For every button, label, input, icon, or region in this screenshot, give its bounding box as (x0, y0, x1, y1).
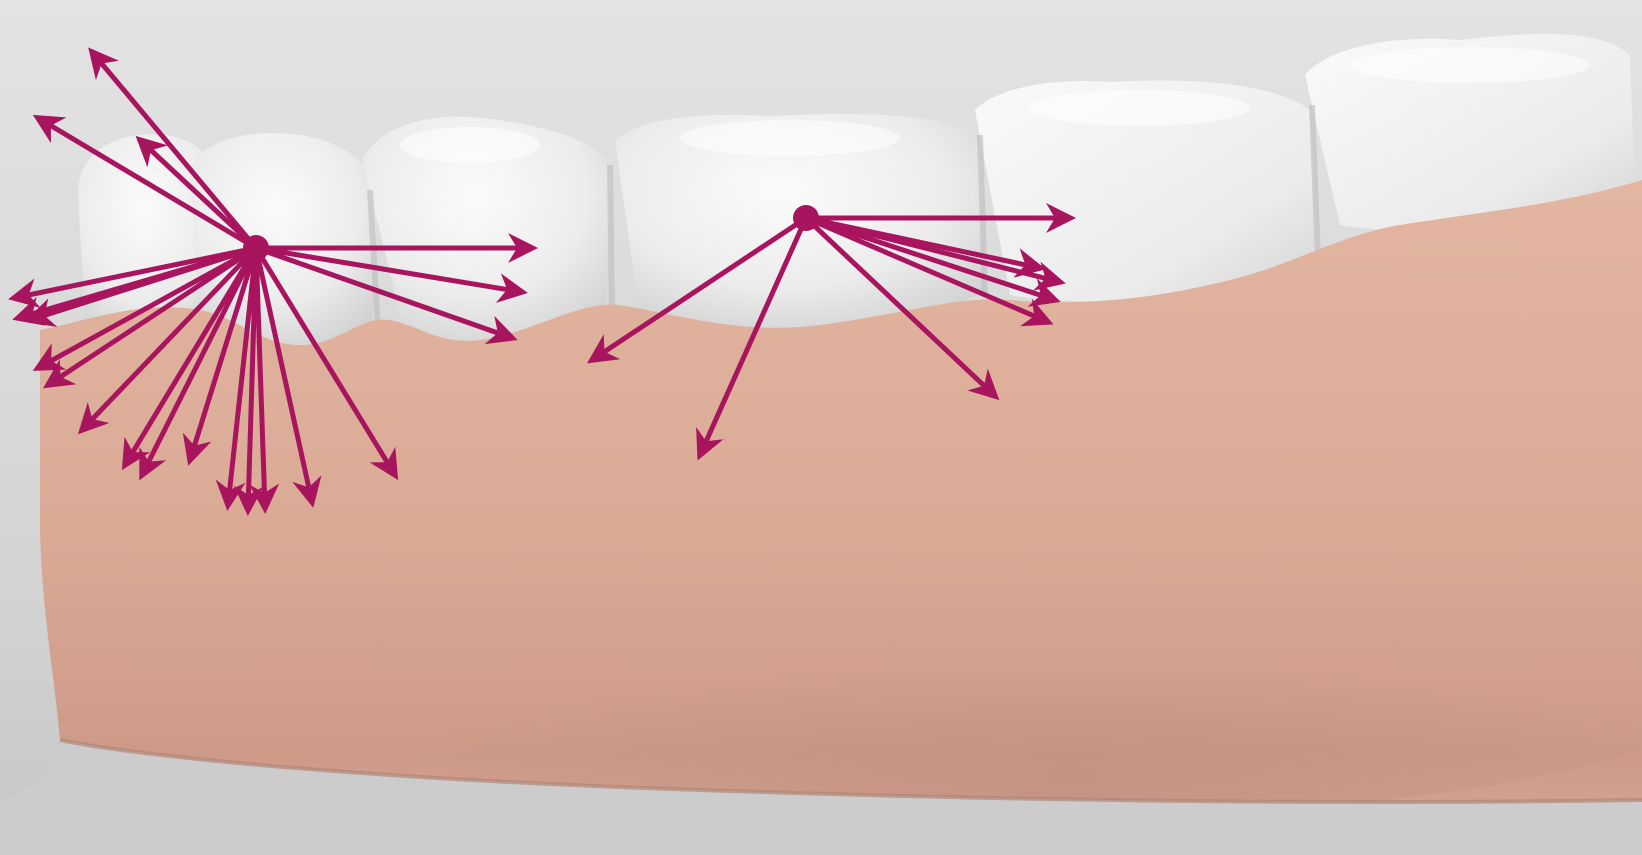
tooth-highlight (680, 120, 900, 156)
tooth-highlight (1030, 90, 1250, 126)
tooth-highlight (1350, 47, 1590, 83)
tooth-highlight (400, 127, 540, 163)
force-center-premolar (793, 205, 819, 231)
force-center-front-tooth (243, 235, 269, 261)
tooth-gap-shadow (610, 165, 612, 320)
